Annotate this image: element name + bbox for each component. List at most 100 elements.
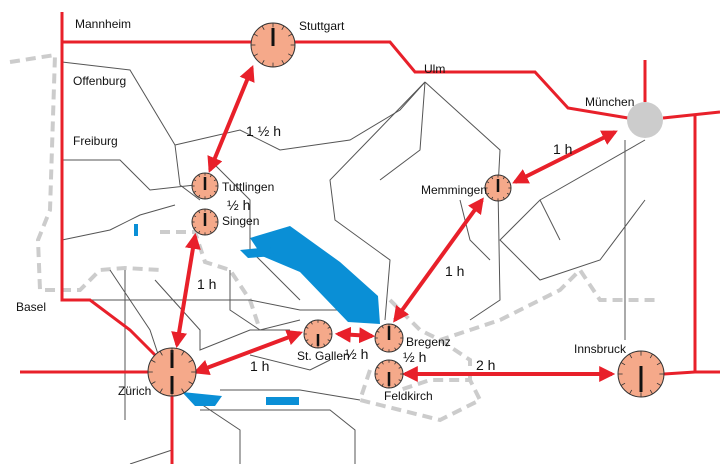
clock-tick xyxy=(209,210,212,214)
station-label-freiburg: Freiburg xyxy=(73,134,118,148)
clock-memmingen xyxy=(484,174,512,202)
clock-feldkirch xyxy=(374,359,404,389)
clock-tick xyxy=(486,181,490,184)
clock-bregenz xyxy=(374,323,404,353)
clock-tick xyxy=(159,388,163,393)
clock-tick xyxy=(198,194,201,198)
clock-tick xyxy=(159,351,163,356)
clock-tick xyxy=(376,330,380,333)
clock-tick xyxy=(398,379,402,382)
clock-tick xyxy=(649,389,653,395)
clock-tick xyxy=(198,230,201,234)
station-label-muenchen: München xyxy=(585,95,635,109)
clock-tick xyxy=(305,326,309,329)
station-label-offenburg: Offenburg xyxy=(73,74,127,88)
lakes xyxy=(134,224,380,406)
clock-tick xyxy=(188,381,193,385)
station-label-tuttlingen: Tuttlingen xyxy=(222,180,275,194)
clock-tick xyxy=(327,339,331,342)
clock-singen xyxy=(191,208,219,236)
clock-tick xyxy=(381,361,384,365)
clock-tick xyxy=(376,343,380,346)
time-zuerich-st-gallen: 1 h xyxy=(250,358,270,374)
clock-tick xyxy=(381,347,384,351)
clock-tick xyxy=(394,347,397,351)
station-label-singen: Singen xyxy=(222,214,260,228)
clock-tick xyxy=(506,181,510,184)
clock-tick xyxy=(151,359,156,363)
clock-tick xyxy=(398,366,402,369)
clock-tick xyxy=(620,362,626,366)
clock-tick xyxy=(310,343,313,347)
secondary-lines xyxy=(61,61,646,464)
station-label-mannheim: Mannheim xyxy=(75,17,132,31)
clock-tick xyxy=(151,381,156,385)
clock-zuerich xyxy=(147,347,197,397)
clock-tick xyxy=(198,210,201,214)
time-stuttgart-tuttlingen: 1 ½ h xyxy=(246,123,282,139)
clock-tick xyxy=(209,174,212,178)
clock-tick xyxy=(261,60,265,65)
clock-tick xyxy=(305,339,309,342)
clock-tick xyxy=(491,196,494,200)
clock-tick xyxy=(193,179,197,182)
clocks xyxy=(147,22,665,398)
clock-tick xyxy=(213,226,217,229)
clock-tick xyxy=(323,343,326,347)
clock-tick xyxy=(620,382,626,386)
hub-muenchen xyxy=(627,102,663,138)
station-label-innsbruck: Innsbruck xyxy=(574,342,627,356)
clock-tick xyxy=(261,25,265,30)
clock-tick xyxy=(288,53,293,57)
connection-arrows xyxy=(171,65,618,382)
clock-tick xyxy=(398,330,402,333)
clock-innsbruck xyxy=(617,350,665,398)
main-lines xyxy=(20,12,720,464)
clock-tick xyxy=(381,383,384,387)
clock-tick xyxy=(398,343,402,346)
time-feldkirch-innsbruck: 2 h xyxy=(476,357,496,373)
clock-tick xyxy=(209,230,212,234)
clock-tick xyxy=(213,179,217,182)
clock-tick xyxy=(181,388,185,393)
station-label-memmingen: Memmingen xyxy=(421,183,488,197)
clock-tick xyxy=(198,174,201,178)
clock-tick xyxy=(656,362,662,366)
clock-tick xyxy=(629,353,633,359)
clock-tick xyxy=(181,351,185,356)
clock-tick xyxy=(376,366,380,369)
clock-tick xyxy=(629,389,633,395)
clock-tick xyxy=(502,196,505,200)
clock-tick xyxy=(381,325,384,329)
time-singen-zuerich: 1 h xyxy=(197,276,217,292)
station-label-ulm: Ulm xyxy=(424,62,446,76)
clock-tick xyxy=(506,192,510,195)
lake-constance xyxy=(250,226,380,324)
clock-tick xyxy=(193,226,197,229)
country-borders xyxy=(9,52,660,423)
clock-tick xyxy=(323,321,326,325)
station-label-feldkirch: Feldkirch xyxy=(384,389,433,403)
clock-tick xyxy=(486,192,490,195)
clock-tick xyxy=(394,325,397,329)
clock-tick xyxy=(656,382,662,386)
clock-tick xyxy=(491,176,494,180)
clock-tick xyxy=(193,215,197,218)
clock-stuttgart xyxy=(250,22,296,68)
clock-tick xyxy=(649,353,653,359)
clock-tick xyxy=(327,326,331,329)
clock-tick xyxy=(502,176,505,180)
clock-tick xyxy=(288,33,293,37)
clock-tick xyxy=(213,215,217,218)
clock-tick xyxy=(281,25,285,30)
clock-tick xyxy=(253,33,258,37)
clock-tick xyxy=(376,379,380,382)
clock-tick xyxy=(188,359,193,363)
station-label-stuttgart: Stuttgart xyxy=(299,19,345,33)
clock-tick xyxy=(281,60,285,65)
time-muenchen-memmingen: 1 h xyxy=(553,141,573,157)
clock-tick xyxy=(394,361,397,365)
station-label-zuerich: Zürich xyxy=(118,384,152,398)
